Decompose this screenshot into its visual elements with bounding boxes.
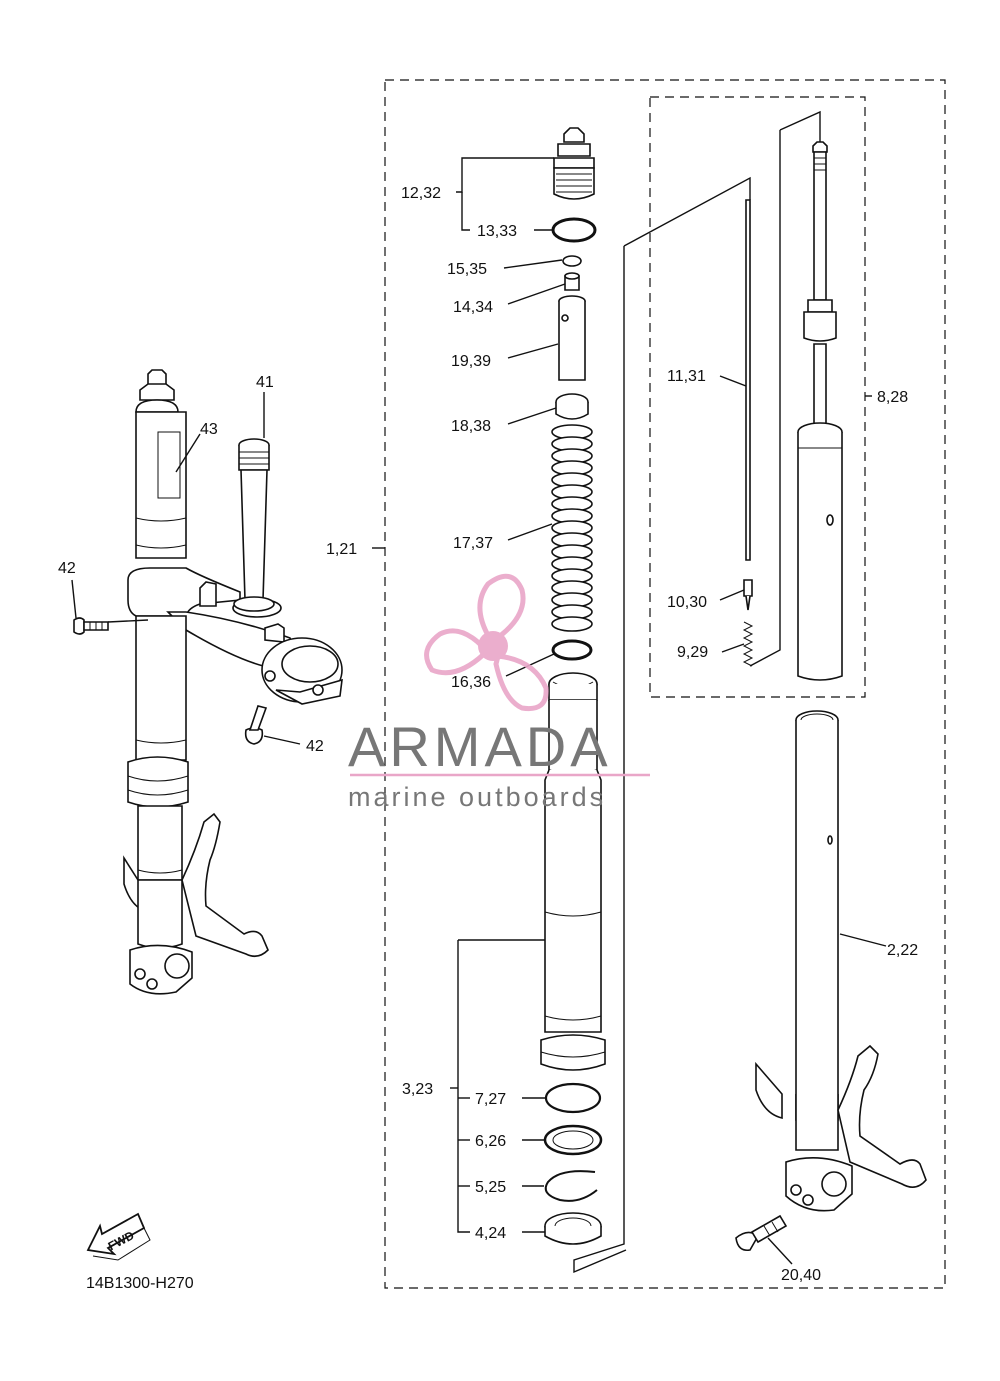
callout-4-24: 4,24 bbox=[475, 1225, 506, 1242]
callout-6-26: 6,26 bbox=[475, 1133, 506, 1150]
washer-15 bbox=[562, 255, 582, 267]
callout-20-40: 20,40 bbox=[781, 1267, 821, 1284]
needle-10 bbox=[743, 579, 753, 611]
callout-14-34: 14,34 bbox=[453, 299, 493, 316]
washer-16 bbox=[551, 639, 593, 661]
callout-1-21: 1,21 bbox=[326, 541, 357, 558]
small-spring-9 bbox=[742, 621, 754, 667]
circlip-5 bbox=[544, 1170, 598, 1202]
callout-43: 43 bbox=[200, 421, 218, 438]
callout-12-32: 12,32 bbox=[401, 185, 441, 202]
callout-15-35: 15,35 bbox=[447, 261, 487, 278]
callout-10-30: 10,30 bbox=[667, 594, 707, 611]
push-rod-11 bbox=[745, 199, 751, 561]
callout-8-28: 8,28 bbox=[877, 389, 908, 406]
callout-9-29: 9,29 bbox=[677, 644, 708, 661]
fwd-arrow-icon: FWD bbox=[86, 1212, 151, 1261]
o-ring bbox=[551, 217, 597, 243]
slide-bushing-4 bbox=[544, 1212, 602, 1245]
steering-stem bbox=[233, 438, 275, 612]
pinch-bolt-upper bbox=[73, 617, 109, 635]
spring-seat-18 bbox=[555, 393, 589, 420]
callout-2-22: 2,22 bbox=[887, 942, 918, 959]
callout-42-lower: 42 bbox=[306, 738, 324, 755]
leader-lines bbox=[71, 110, 887, 1274]
inner-tube-2 bbox=[755, 710, 927, 1212]
callout-5-25: 5,25 bbox=[475, 1179, 506, 1196]
armada-watermark: ARMADA marine outboards bbox=[348, 573, 650, 812]
callout-19-39: 19,39 bbox=[451, 353, 491, 370]
outer-assembly-box bbox=[384, 79, 946, 1289]
callout-42-upper: 42 bbox=[58, 560, 76, 577]
fork-spring-17 bbox=[551, 424, 593, 632]
callout-18-38: 18,38 bbox=[451, 418, 491, 435]
nut-14 bbox=[564, 272, 580, 291]
diagram-code: 14B1300-H270 bbox=[86, 1275, 194, 1292]
pinch-bolt-lower bbox=[244, 705, 268, 745]
watermark-brand: ARMADA bbox=[348, 715, 612, 778]
assembled-fork bbox=[123, 369, 343, 995]
callout-41: 41 bbox=[256, 374, 274, 391]
cap-bolt bbox=[553, 127, 595, 200]
oil-seal-6 bbox=[543, 1124, 603, 1156]
damper-assembly-box bbox=[649, 96, 866, 698]
callout-16-36: 16,36 bbox=[451, 674, 491, 691]
callout-7-27: 7,27 bbox=[475, 1091, 506, 1108]
callout-11-31: 11,31 bbox=[667, 368, 706, 385]
callout-13-33: 13,33 bbox=[477, 223, 517, 240]
callout-3-23: 3,23 bbox=[402, 1081, 433, 1098]
callout-17-37: 17,37 bbox=[453, 535, 493, 552]
outer-tube bbox=[540, 672, 606, 1071]
dust-seal-7 bbox=[544, 1082, 602, 1114]
watermark-tagline: marine outboards bbox=[348, 782, 606, 812]
propeller-logo-icon bbox=[424, 573, 549, 712]
collar-19 bbox=[558, 295, 586, 381]
damper-rod-8 bbox=[797, 141, 843, 681]
axle-pinch-bolt-20 bbox=[735, 1214, 788, 1252]
